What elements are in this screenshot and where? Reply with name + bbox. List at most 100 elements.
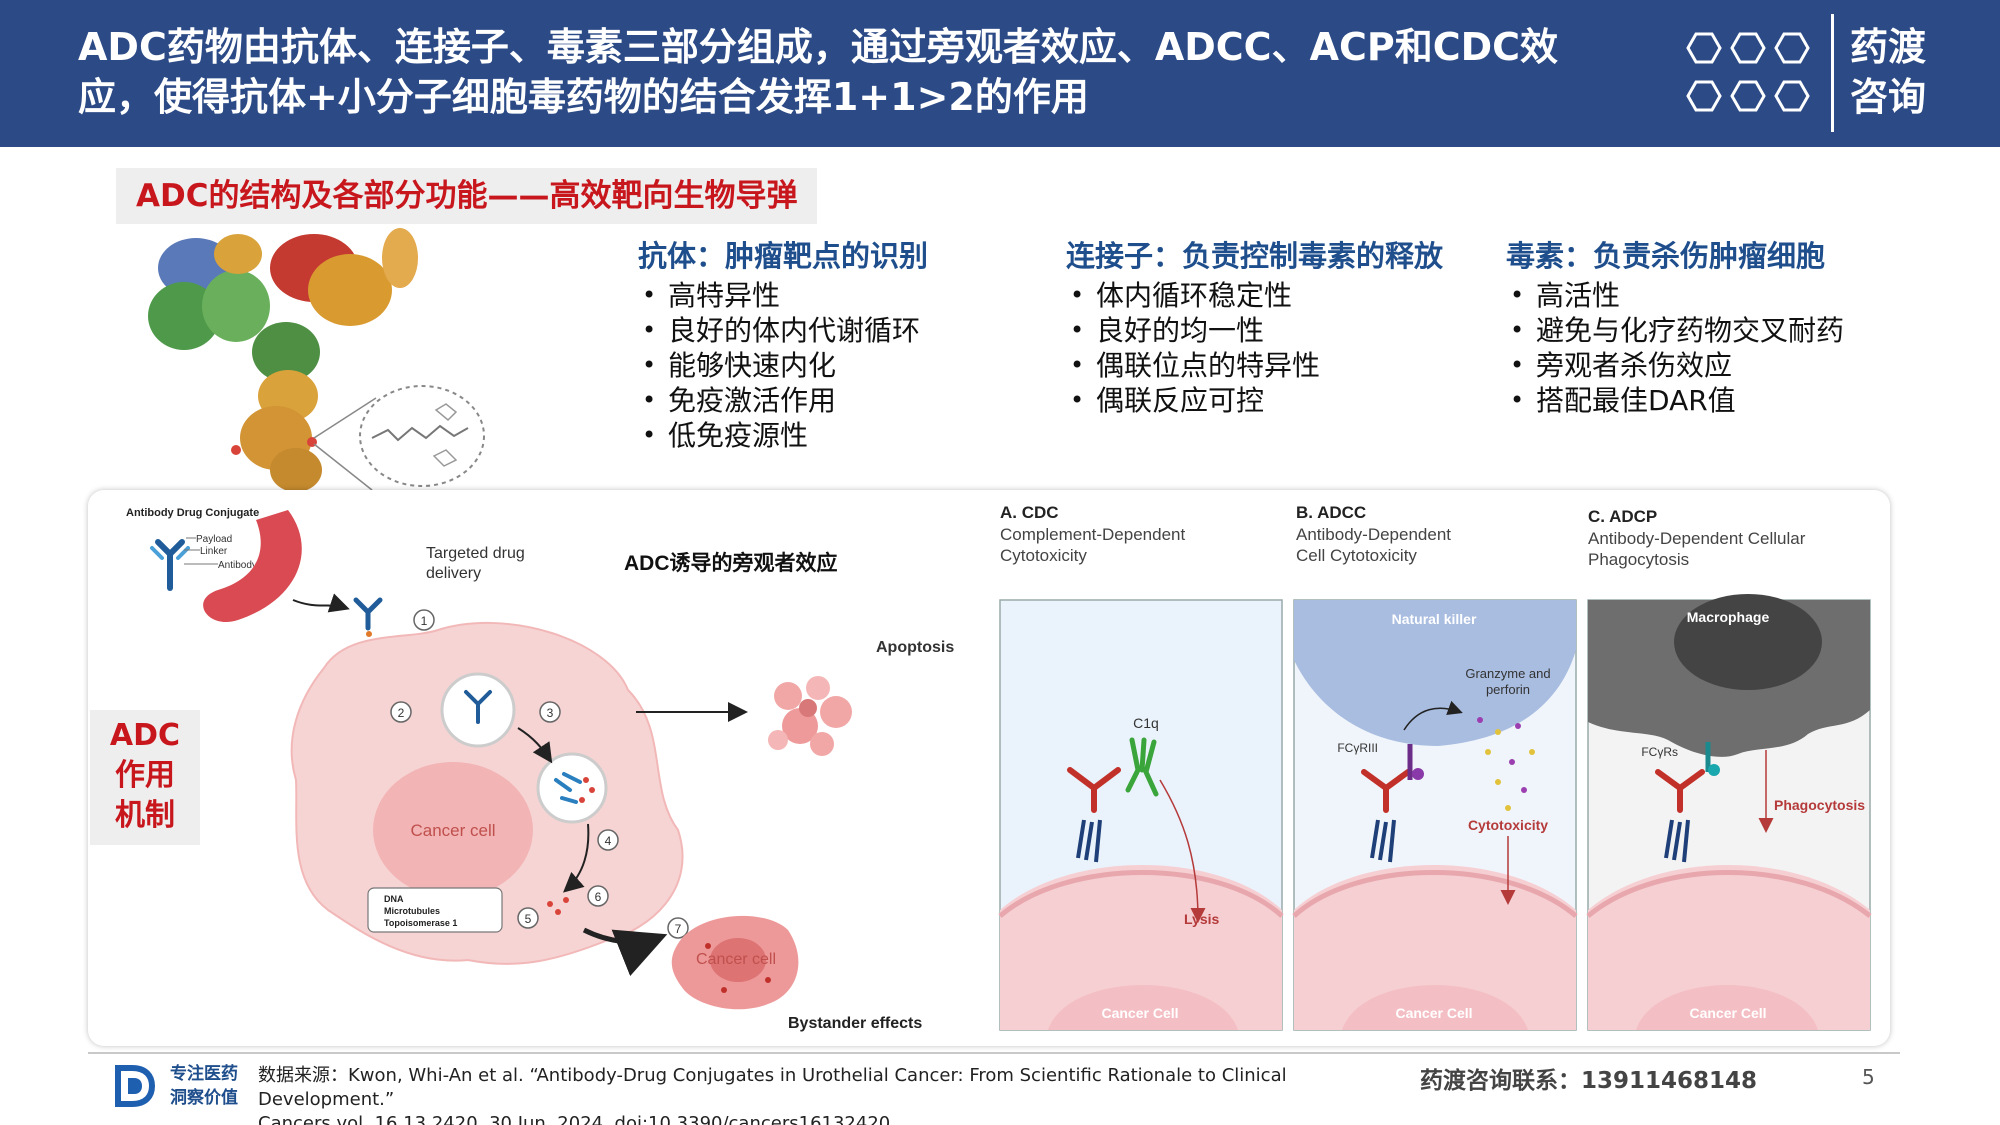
payload-function-column: 毒素：负责杀伤肿瘤细胞 高活性 避免与化疗药物交叉耐药 旁观者杀伤效应 搭配最佳…: [1506, 236, 1844, 418]
adc-structure-illustration: [136, 228, 496, 496]
cdc-cell-label: Cancer Cell: [1101, 1005, 1178, 1021]
company-logo-icon: [112, 1062, 158, 1110]
apoptosis-label: Apoptosis: [876, 639, 954, 656]
step-number: 5: [525, 912, 532, 926]
antibody-function-column: 抗体：肿瘤靶点的识别 高特异性 良好的体内代谢循环 能够快速内化 免疫激活作用 …: [638, 236, 928, 453]
cancer-cell-membrane: [1000, 865, 1282, 1030]
step-number: 6: [595, 890, 602, 904]
data-source-line-1: 数据来源：Kwon, Whi-An et al. “Antibody-Drug …: [258, 1065, 1287, 1110]
adcp-subtitle-1: Antibody-Dependent Cellular: [1588, 529, 1806, 548]
column-heading: 连接子：负责控制毒素的释放: [1066, 239, 1444, 273]
company-slogan: 专注医药 洞察价值: [170, 1062, 238, 1110]
cdc-title: A. CDC: [1000, 503, 1059, 522]
receptor-icon: [1664, 819, 1690, 863]
cell-nucleus: [373, 762, 533, 898]
cytotoxicity-label: Cytotoxicity: [1468, 817, 1548, 833]
cancer-cell-label: Cancer cell: [410, 821, 495, 840]
company-slogan-line-2: 洞察价值: [170, 1088, 238, 1108]
list-item: 避免与化疗药物交叉耐药: [1506, 313, 1844, 348]
adcp-cell-label: Cancer Cell: [1689, 1005, 1766, 1021]
list-item: 能够快速内化: [638, 348, 928, 383]
brand-name-line-1: 药渡: [1850, 25, 1927, 69]
list-item: 高活性: [1506, 278, 1844, 313]
targeted-delivery-label-1: Targeted drug: [426, 545, 525, 562]
column-heading: 毒素：负责杀伤肿瘤细胞: [1506, 239, 1826, 273]
list-item: 体内循环稳定性: [1066, 278, 1443, 313]
adc-mechanism-label-line-3: 机制: [115, 798, 175, 833]
step-7-marker: [667, 917, 689, 939]
adc-legend-antibody-icon: [150, 539, 190, 591]
list-item: 高特异性: [638, 278, 928, 313]
step-number: 1: [421, 614, 428, 628]
bystander-effects-label: Bystander effects: [788, 1015, 922, 1032]
target-list-item: Topoisomerase 1: [384, 918, 457, 928]
receptor-icon: [1370, 819, 1396, 863]
step-number: 4: [605, 834, 612, 848]
macrophage-label: Macrophage: [1687, 609, 1770, 625]
step-1-marker: [413, 609, 435, 631]
company-slogan-line-1: 专注医药: [170, 1064, 238, 1084]
adcp-title: C. ADCP: [1588, 507, 1657, 526]
bullet-list: 体内循环稳定性 良好的均一性 偶联位点的特异性 偶联反应可控: [1066, 278, 1443, 418]
list-item: 旁观者杀伤效应: [1506, 348, 1844, 383]
antibody-icon: [1655, 769, 1705, 813]
brand-name-line-2: 咨询: [1850, 75, 1927, 119]
adc-mechanism-label: ADC 作用 机制: [90, 710, 200, 845]
step-3-marker: [539, 701, 561, 723]
lysis-label: Lysis: [1184, 911, 1219, 927]
data-source: 数据来源：Kwon, Whi-An et al. “Antibody-Drug …: [258, 1064, 1398, 1125]
fcgriii-label: FCγRIII: [1337, 741, 1378, 755]
payload-molecule-icon: [371, 424, 469, 442]
antibody-molecule-icon: [148, 228, 418, 492]
hexagon-icon: [1686, 80, 1722, 112]
nk-label: Natural killer: [1392, 611, 1477, 627]
blood-vessel-icon: [203, 510, 302, 623]
cancer-cell-membrane: [1294, 865, 1576, 1030]
adcc-cell-label: Cancer Cell: [1395, 1005, 1472, 1021]
bullet-list: 高特异性 良好的体内代谢循环 能够快速内化 免疫激活作用 低免疫源性: [638, 278, 928, 453]
section-label: ADC的结构及各部分功能——高效靶向生物导弹: [116, 168, 818, 224]
c1q-icon: [1125, 737, 1159, 797]
apoptosis-icon: [768, 676, 852, 756]
list-item: 偶联反应可控: [1066, 383, 1443, 418]
adc-mechanism-label-line-1: ADC: [109, 718, 181, 753]
footer-divider: [88, 1052, 1900, 1054]
linker-function-column: 连接子：负责控制毒素的释放 体内循环稳定性 良好的均一性 偶联位点的特异性 偶联…: [1066, 236, 1443, 418]
adc-antibody-icon: [353, 597, 383, 637]
receptor-icon: [1076, 819, 1102, 863]
step-number: 3: [547, 706, 554, 720]
hexagon-icon: [1774, 32, 1810, 64]
list-item: 低免疫源性: [638, 418, 928, 453]
bullet-list: 高活性 避免与化疗药物交叉耐药 旁观者杀伤效应 搭配最佳DAR值: [1506, 278, 1844, 418]
payload-label: Payload: [196, 534, 232, 545]
hexagon-icon: [1730, 32, 1766, 64]
list-item: 搭配最佳DAR值: [1506, 383, 1844, 418]
adcc-title: B. ADCC: [1296, 503, 1366, 522]
data-source-line-2: Cancers vol. 16,13 2420. 30 Jun. 2024, d…: [258, 1113, 891, 1125]
lysosome-icon: [536, 752, 608, 824]
linker-label: Linker: [200, 546, 228, 557]
adcc-subtitle-2: Cell Cytotoxicity: [1296, 546, 1417, 565]
brand-name: 药渡 咨询: [1850, 22, 1926, 122]
cdc-subtitle-1: Complement-Dependent: [1000, 525, 1185, 544]
column-heading: 抗体：肿瘤靶点的识别: [638, 239, 929, 273]
fcgrs-label: FCγRs: [1641, 745, 1678, 759]
targeted-delivery-label-2: delivery: [426, 565, 481, 582]
bystander-title: ADC诱导的旁观者效应: [624, 551, 838, 575]
adc-mechanism-label-line-2: 作用: [115, 758, 175, 793]
cdc-subtitle-2: Cytotoxicity: [1000, 546, 1087, 565]
header-bar: ADC药物由抗体、连接子、毒素三部分组成，通过旁观者效应、ADCC、ACP和CD…: [0, 0, 2000, 147]
slide-title-line-2: 应，使得抗体+小分子细胞毒药物的结合发挥1+1>2的作用: [78, 75, 1089, 119]
bystander-cell-label: Cancer cell: [696, 951, 776, 968]
slide-title: ADC药物由抗体、连接子、毒素三部分组成，通过旁观者效应、ADCC、ACP和CD…: [78, 22, 1678, 122]
step-4-marker: [597, 829, 619, 851]
c1q-label: C1q: [1133, 715, 1159, 731]
payload-ring-icon: [432, 403, 458, 467]
hexagon-icon: [1730, 80, 1766, 112]
adc-diagram-title: Antibody Drug Conjugate: [126, 507, 259, 519]
target-list-item: DNA: [384, 894, 404, 904]
antibody-label: Antibody: [218, 560, 257, 571]
antibody-icon: [1361, 769, 1411, 813]
step-2-marker: [390, 701, 412, 723]
step-number: 2: [398, 706, 405, 720]
